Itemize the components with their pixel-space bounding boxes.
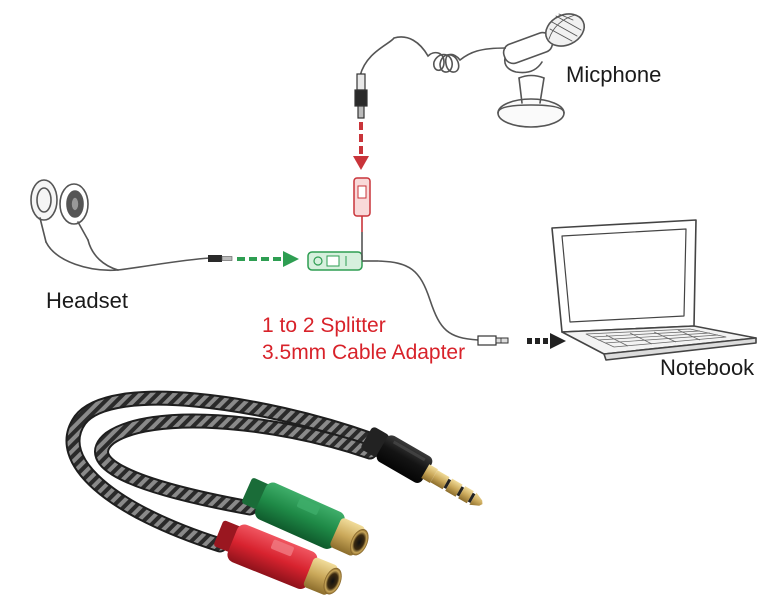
splitter-output-cable — [377, 260, 479, 341]
microphone-cable — [359, 36, 507, 77]
label-headset: Headset — [46, 288, 128, 313]
arrow-right-black-icon — [527, 333, 566, 349]
splitter-icon — [307, 177, 378, 271]
label-notebook: Notebook — [660, 355, 755, 380]
arrow-right-icon — [237, 251, 299, 267]
red-female-connector-icon — [214, 520, 342, 595]
label-splitter-line1: 1 to 2 Splitter — [262, 314, 386, 337]
label-splitter-line2: 3.5mm Cable Adapter — [262, 341, 466, 364]
headset-plug-icon — [208, 255, 233, 262]
label-microphone: Micphone — [566, 62, 662, 87]
green-female-connector-icon — [242, 478, 369, 556]
audio-plug-icon — [361, 427, 483, 506]
microphone-plug-icon — [354, 73, 368, 119]
headset-icon — [30, 179, 211, 272]
notebook-icon — [551, 219, 757, 361]
notebook-plug-icon — [477, 335, 509, 346]
splitter-cable-photo — [65, 390, 483, 595]
arrow-down-icon — [353, 122, 369, 170]
microphone-icon — [497, 13, 586, 128]
